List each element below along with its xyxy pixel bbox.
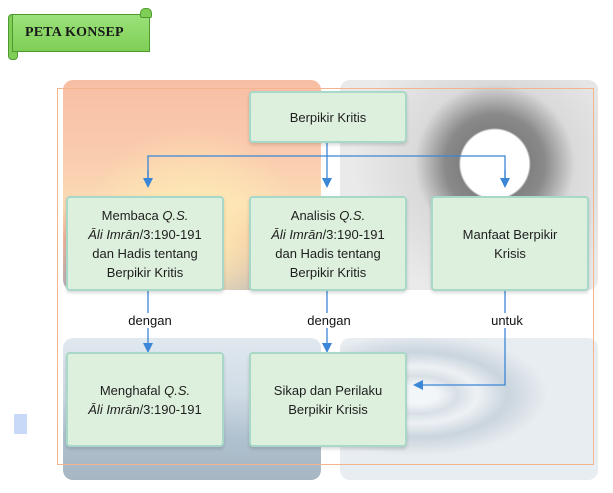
- node-read-text: Membaca Q.S. Āli Imrān/3:190-191 dan Had…: [88, 207, 202, 280]
- node-root-label: Berpikir Kritis: [289, 109, 367, 125]
- arrow-root-branch: [147, 155, 506, 183]
- node-attitude: Sikap dan Perilaku Berpikir Krisis: [249, 352, 407, 447]
- node-benefit-text: Manfaat Berpikir Krisis: [462, 226, 558, 261]
- node-read: Membaca Q.S. Āli Imrān/3:190-191 dan Had…: [66, 196, 224, 291]
- scroll-roll-top: [140, 8, 152, 18]
- diagram-frame: [57, 88, 594, 465]
- arrow-benefit-to-attitude: [413, 290, 506, 390]
- node-attitude-text: Sikap dan Perilaku Berpikir Krisis: [273, 382, 383, 417]
- node-memorize-text: Menghafal Q.S. Āli Imrān/3:190-191: [88, 382, 202, 417]
- banner-title: PETA KONSEP: [25, 25, 124, 40]
- node-root: Berpikir Kritis: [249, 91, 407, 143]
- node-memorize: Menghafal Q.S. Āli Imrān/3:190-191: [66, 352, 224, 447]
- edge-label-read-memorize: dengan: [114, 313, 186, 328]
- edge-label-benefit-attitude: untuk: [479, 313, 535, 328]
- page-marker: [14, 414, 27, 434]
- banner-body: PETA KONSEP: [12, 14, 150, 52]
- node-analyze: Analisis Q.S. Āli Imrān/3:190-191 dan Ha…: [249, 196, 407, 291]
- node-benefit: Manfaat Berpikir Krisis: [431, 196, 589, 291]
- node-analyze-text: Analisis Q.S. Āli Imrān/3:190-191 dan Ha…: [271, 207, 385, 280]
- concept-map-banner: PETA KONSEP: [8, 8, 152, 60]
- edge-label-analyze-attitude: dengan: [293, 313, 365, 328]
